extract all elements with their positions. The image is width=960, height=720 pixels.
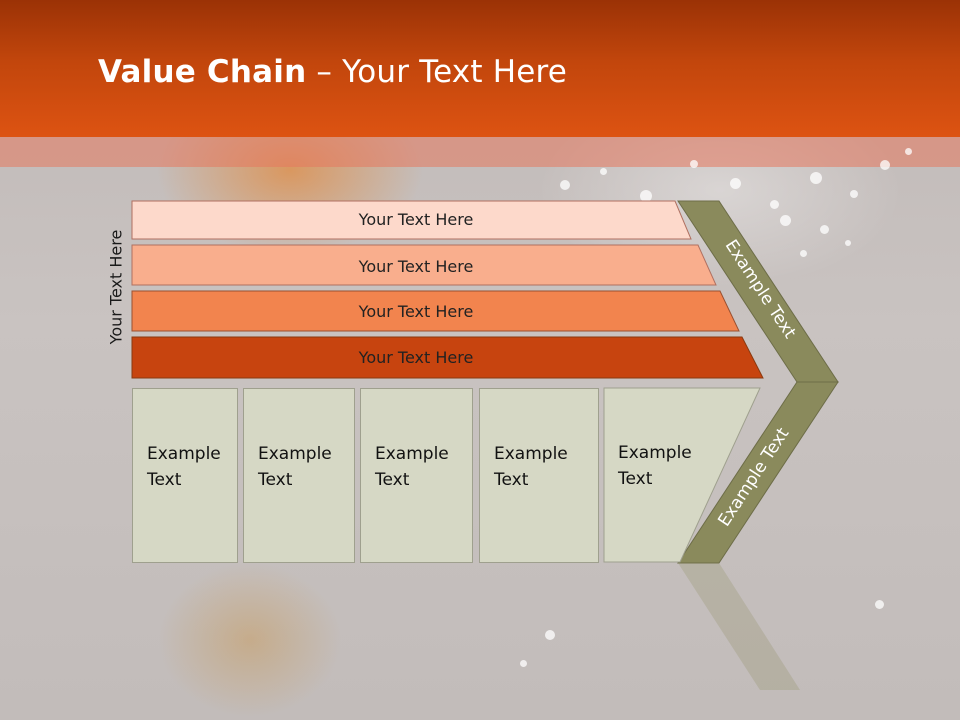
box-3: Example Text (360, 388, 473, 563)
box-3-label: Example Text (375, 444, 449, 490)
chevron-reflection (678, 563, 800, 690)
box-5-label: Example Text (618, 443, 692, 489)
bar-4 (131, 336, 764, 379)
title-bold: Value Chain (98, 54, 307, 90)
bar-3-label: Your Text Here (358, 302, 474, 321)
box-5-shape (603, 387, 761, 563)
box-4-label: Example Text (494, 444, 568, 490)
box-2-label: Example Text (258, 444, 332, 490)
page-title: Value Chain – Your Text Here (98, 54, 567, 90)
box-2: Example Text (243, 388, 355, 563)
box-4: Example Text (479, 388, 599, 563)
header-strip (0, 137, 960, 167)
bar-2 (131, 244, 717, 286)
header-band (0, 0, 960, 137)
box-5: Example Text (604, 388, 694, 563)
bar-1 (131, 200, 692, 240)
bar-2-label: Your Text Here (358, 257, 474, 276)
box-1-label: Example Text (147, 444, 221, 490)
bar-3 (131, 290, 740, 332)
reflection: Example Text Example Text Example Text E… (0, 563, 960, 720)
chevron-lower (677, 381, 839, 564)
bar-4-label: Your Text Here (358, 348, 474, 367)
box-1: Example Text (132, 388, 238, 563)
bar-1-label: Your Text Here (358, 210, 474, 229)
title-rest: – Your Text Here (306, 54, 568, 90)
